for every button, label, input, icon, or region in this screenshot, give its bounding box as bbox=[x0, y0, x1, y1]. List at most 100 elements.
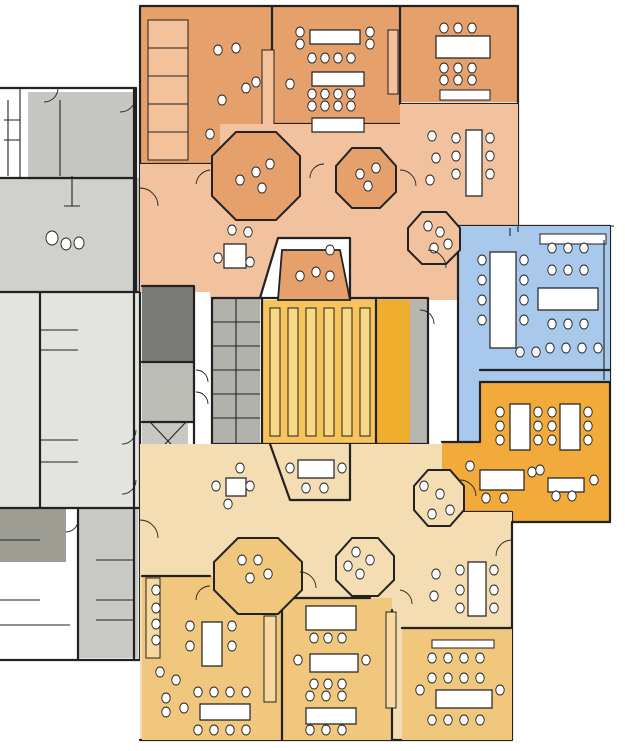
chair bbox=[478, 275, 486, 285]
classroom-table bbox=[306, 606, 356, 630]
chair bbox=[440, 63, 448, 73]
chair bbox=[366, 27, 374, 37]
chair bbox=[532, 347, 540, 357]
chair bbox=[460, 715, 468, 725]
chair bbox=[321, 89, 329, 99]
chair bbox=[528, 467, 536, 477]
chair bbox=[580, 243, 588, 253]
chair bbox=[468, 63, 476, 73]
classroom-table bbox=[224, 244, 246, 268]
chair bbox=[266, 159, 274, 169]
existing-building-light bbox=[0, 292, 140, 507]
studio-rows bbox=[270, 308, 370, 436]
chair bbox=[334, 101, 342, 111]
chair bbox=[338, 725, 346, 735]
chair bbox=[206, 129, 214, 139]
chair bbox=[246, 573, 254, 583]
chair bbox=[428, 715, 436, 725]
chair bbox=[324, 633, 332, 643]
chair bbox=[468, 75, 476, 85]
chair bbox=[490, 603, 498, 613]
chair bbox=[444, 239, 452, 249]
chair bbox=[232, 43, 240, 53]
chair bbox=[186, 621, 194, 631]
chair bbox=[456, 585, 464, 595]
chair bbox=[296, 39, 304, 49]
chair bbox=[296, 271, 304, 281]
chair bbox=[194, 725, 202, 735]
chair bbox=[186, 641, 194, 651]
chair bbox=[344, 561, 352, 571]
chair bbox=[194, 687, 202, 697]
chair bbox=[228, 641, 236, 651]
lab-casework bbox=[540, 234, 606, 244]
chair bbox=[372, 163, 380, 173]
octagon-room bbox=[214, 538, 302, 614]
chair bbox=[564, 265, 572, 275]
lab-bench bbox=[490, 252, 516, 348]
chair bbox=[440, 23, 448, 33]
classroom-table bbox=[312, 72, 364, 86]
chair bbox=[162, 707, 170, 717]
chair bbox=[454, 63, 462, 73]
chair bbox=[548, 435, 556, 445]
chair bbox=[534, 421, 542, 431]
existing-building-mid bbox=[0, 178, 142, 293]
chair bbox=[444, 673, 452, 683]
chair bbox=[496, 685, 504, 695]
chair bbox=[338, 691, 346, 701]
existing-furniture bbox=[46, 231, 58, 245]
classroom-table bbox=[202, 622, 222, 666]
chair bbox=[500, 493, 508, 503]
chair bbox=[446, 505, 454, 515]
classroom-table bbox=[548, 478, 584, 492]
chair bbox=[548, 265, 556, 275]
chair bbox=[584, 421, 592, 431]
service-core bbox=[142, 286, 194, 362]
chair bbox=[444, 653, 452, 663]
orange-classroom-zone bbox=[442, 382, 610, 522]
chair bbox=[436, 489, 444, 499]
chair bbox=[452, 133, 460, 143]
classroom-table bbox=[226, 478, 246, 496]
chair bbox=[580, 265, 588, 275]
chair bbox=[420, 481, 428, 491]
chair bbox=[226, 725, 234, 735]
chair bbox=[214, 45, 222, 55]
chair bbox=[584, 435, 592, 445]
chair bbox=[428, 673, 436, 683]
chair bbox=[258, 183, 266, 193]
classroom-table bbox=[560, 404, 580, 450]
chair bbox=[548, 319, 556, 329]
north-classrooms-zone bbox=[140, 6, 518, 660]
chair bbox=[210, 725, 218, 735]
chair bbox=[534, 435, 542, 445]
chair bbox=[210, 687, 218, 697]
central-studio-zone bbox=[142, 286, 428, 462]
studio-seating bbox=[262, 300, 376, 444]
chair bbox=[246, 481, 254, 491]
chair bbox=[152, 619, 160, 629]
chair bbox=[436, 227, 444, 237]
chair bbox=[430, 591, 438, 601]
chair bbox=[286, 79, 294, 89]
chair bbox=[564, 319, 572, 329]
chair bbox=[366, 39, 374, 49]
octagon-room bbox=[336, 148, 396, 208]
chair bbox=[362, 655, 370, 665]
classroom-table bbox=[298, 460, 334, 478]
chair bbox=[516, 347, 524, 357]
chair bbox=[520, 275, 528, 285]
chair bbox=[496, 407, 504, 417]
classroom-table bbox=[306, 708, 356, 724]
octagon-room bbox=[408, 212, 460, 264]
chair bbox=[478, 255, 486, 265]
classroom-table bbox=[468, 562, 486, 616]
chair bbox=[152, 585, 160, 595]
chair bbox=[578, 343, 586, 353]
chair bbox=[294, 655, 302, 665]
chair bbox=[562, 343, 570, 353]
chair bbox=[242, 725, 250, 735]
chair bbox=[252, 77, 260, 87]
